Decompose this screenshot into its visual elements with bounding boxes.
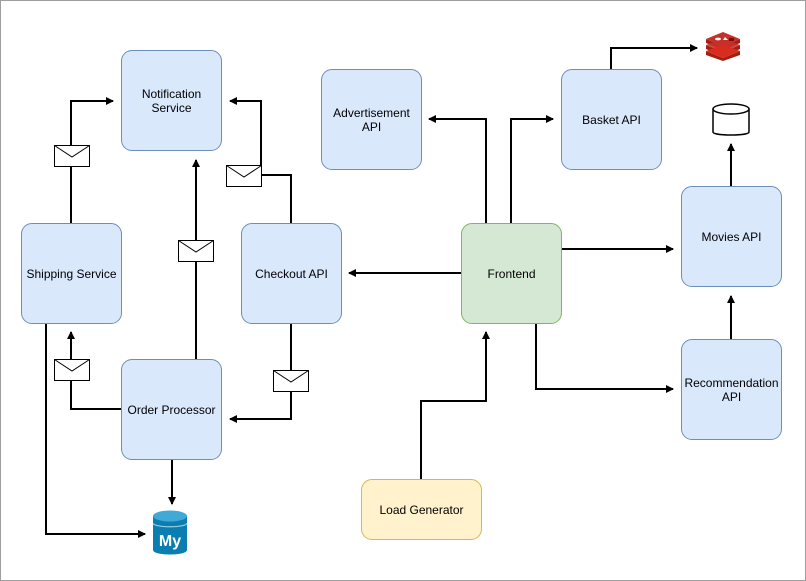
shipping-service-node[interactable]: Shipping Service [21, 223, 122, 324]
edge-frontend-to-basket [510, 115, 554, 223]
edge-checkout-to-notification [229, 97, 292, 223]
edge-shipping-to-notification [70, 97, 114, 223]
edge-loadgenerator-to-frontend [420, 331, 490, 479]
movies-api-node[interactable]: Movies API [681, 186, 782, 287]
order-processor-label: Order Processor [127, 402, 216, 417]
redis-icon [706, 32, 740, 61]
envelope-icon [54, 359, 90, 381]
shipping-service-label: Shipping Service [26, 266, 117, 281]
order-processor-node[interactable]: Order Processor [121, 359, 222, 460]
svg-text:My: My [159, 533, 181, 550]
load-generator-label: Load Generator [379, 502, 464, 517]
frontend-node[interactable]: Frontend [461, 223, 562, 324]
basket-api-label: Basket API [582, 112, 641, 127]
notification-service-node[interactable]: Notification Service [121, 50, 222, 151]
recommendation-api-label: Recommendation API [684, 375, 779, 404]
checkout-api-label: Checkout API [255, 266, 328, 281]
frontend-label: Frontend [487, 266, 536, 281]
basket-api-node[interactable]: Basket API [561, 69, 662, 170]
envelope-icon [54, 145, 90, 167]
mysql-icon: My [152, 510, 188, 555]
envelope-icon [178, 240, 214, 262]
load-generator-node[interactable]: Load Generator [361, 479, 482, 540]
notification-service-label: Notification Service [141, 86, 202, 115]
advertisement-api-node[interactable]: Advertisement API [321, 69, 422, 170]
edge-frontend-to-recommendation [535, 324, 674, 393]
envelope-icon [273, 370, 309, 392]
edge-shipping-to-mysql [45, 324, 146, 538]
edge-orderprocessor-to-shipping [67, 331, 121, 410]
advertisement-api-label: Advertisement API [333, 105, 410, 134]
movies-api-label: Movies API [701, 229, 762, 244]
edge-checkout-to-orderprocessor [229, 324, 292, 423]
edge-basket-to-redis [610, 44, 698, 69]
envelope-icon [226, 165, 262, 187]
edge-frontend-to-advertisement [428, 115, 487, 223]
cylinder-database-icon [712, 103, 750, 136]
checkout-api-node[interactable]: Checkout API [241, 223, 342, 324]
recommendation-api-node[interactable]: Recommendation API [681, 339, 782, 440]
